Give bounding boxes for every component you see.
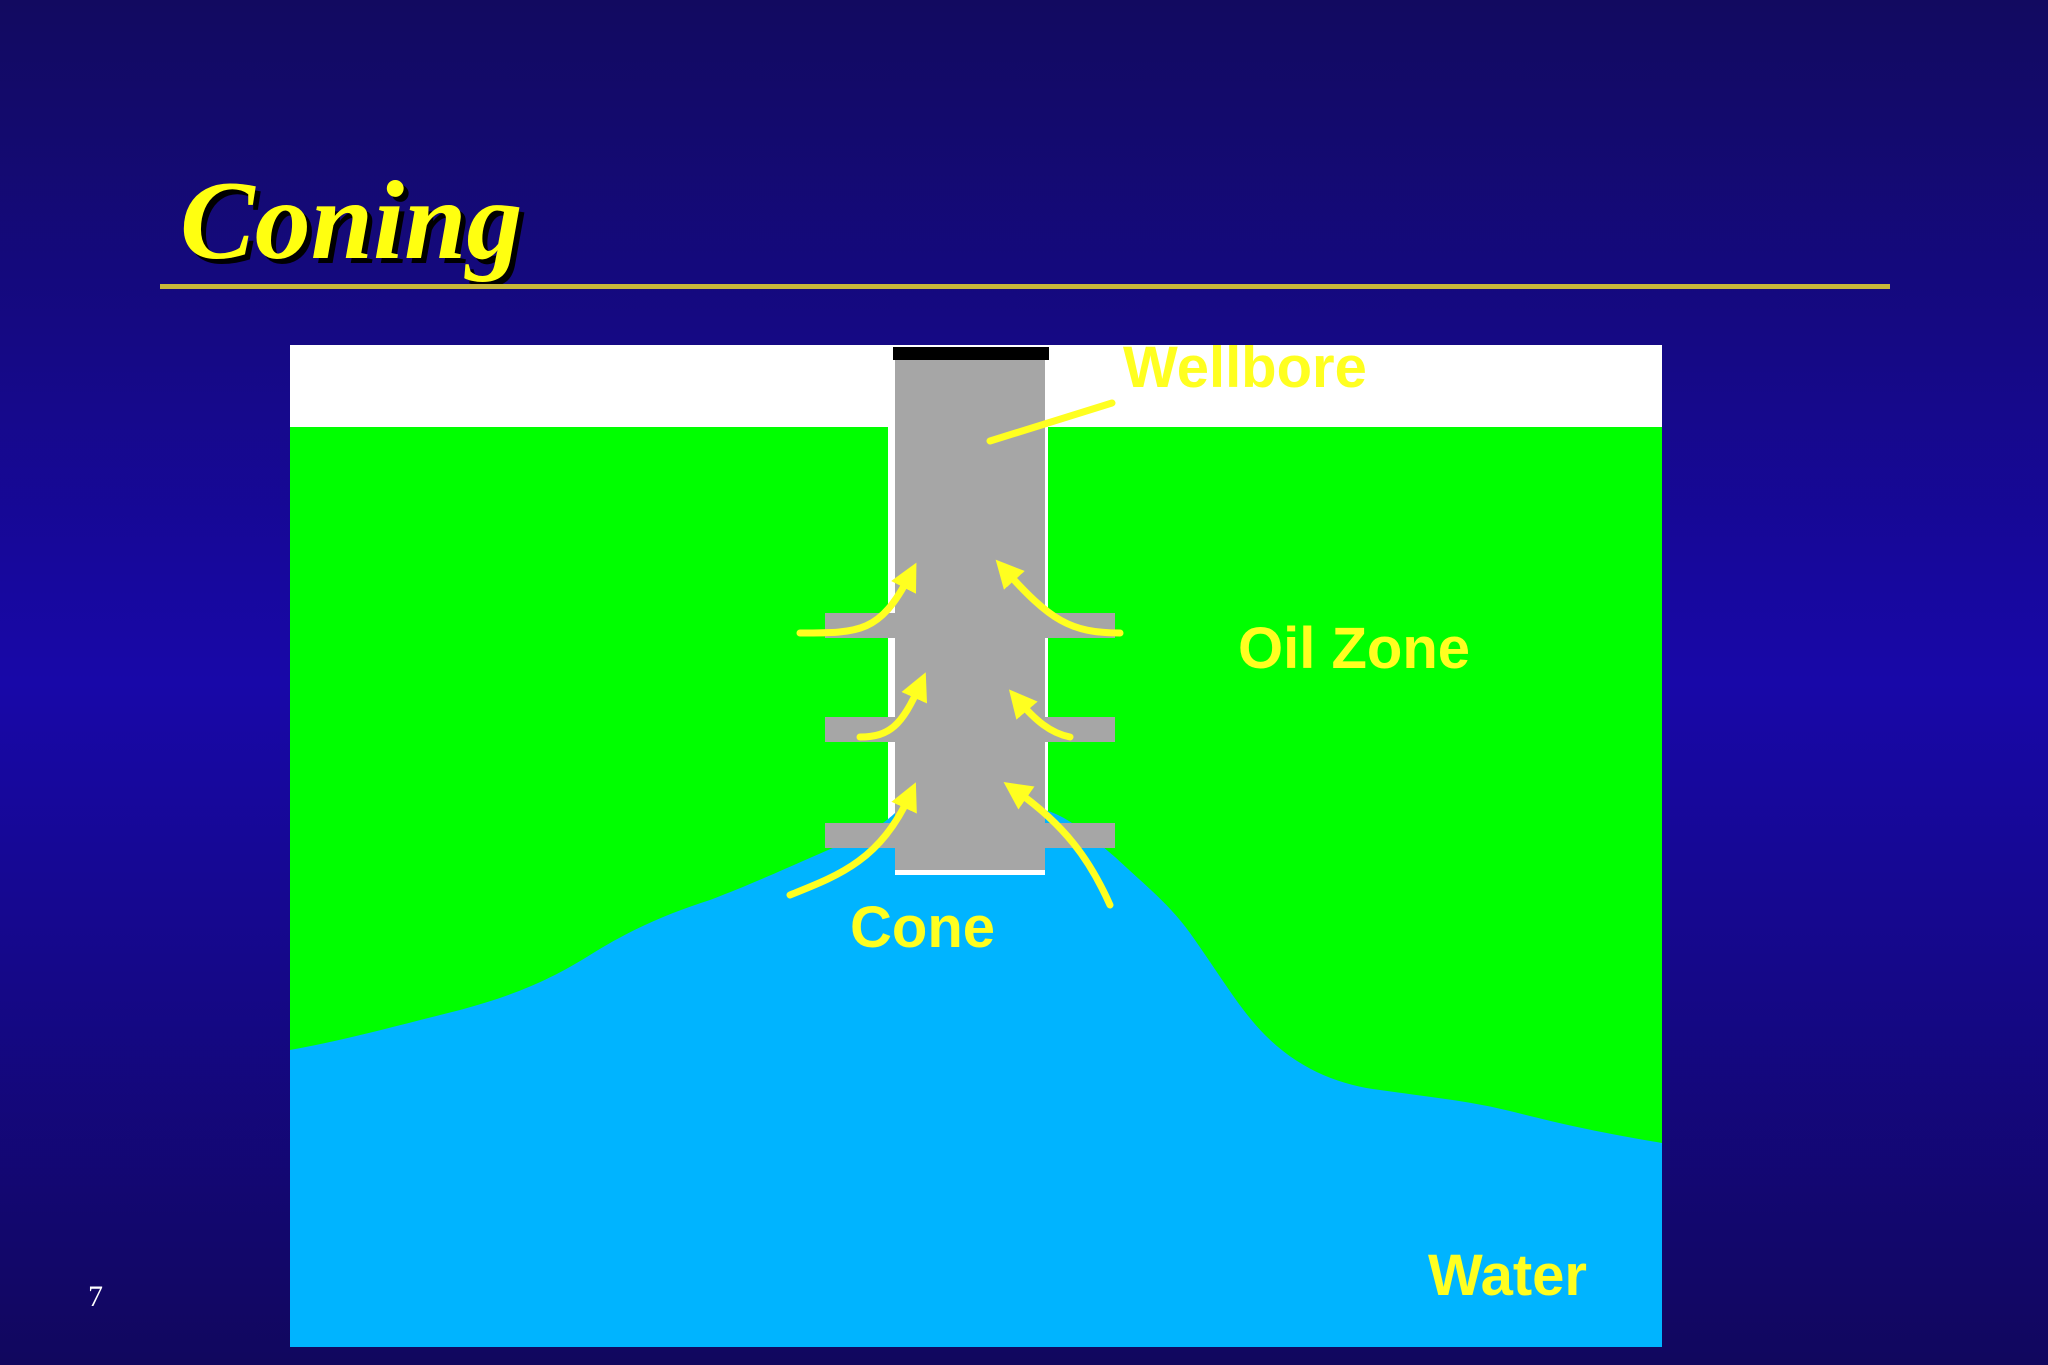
wellbore-label: Wellbore: [1123, 345, 1367, 400]
water-region: [290, 810, 1662, 1347]
flow-arrow-left-3: [786, 782, 917, 899]
flow-arrow-right-1: [995, 559, 1124, 637]
flow-arrows: [786, 559, 1124, 909]
flow-arrow-left-1: [796, 562, 917, 637]
slide-title: Coning: [180, 159, 523, 283]
flow-arrow-right-2: [1008, 689, 1074, 741]
cone-label: Cone: [850, 895, 995, 960]
coning-diagram: Wellbore Oil Zone Cone Water: [290, 345, 1662, 1347]
oil-zone-label: Oil Zone: [1238, 616, 1470, 681]
title-underline: [160, 284, 1890, 289]
wellbore-cap: [893, 347, 1049, 360]
wellbore-callout-line: [986, 399, 1116, 445]
flow-arrow-right-3: [1003, 781, 1114, 909]
slide-number: 7: [88, 1280, 103, 1313]
water-label: Water: [1428, 1243, 1587, 1308]
flow-arrow-left-2: [856, 672, 928, 741]
